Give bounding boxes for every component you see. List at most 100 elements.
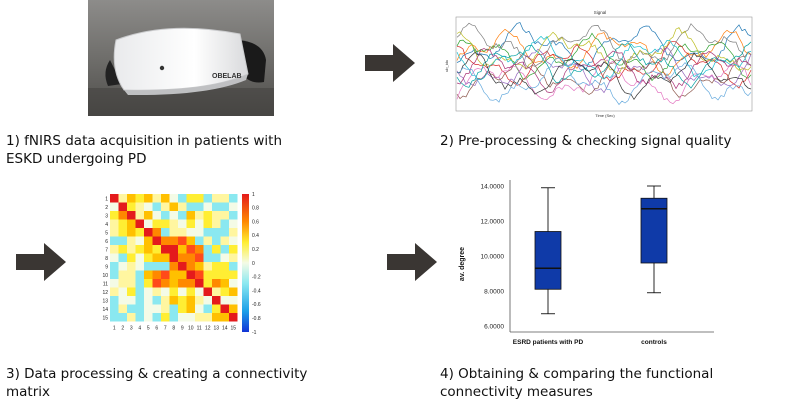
matrix-row-label: 8: [105, 256, 108, 262]
matrix-cell: [195, 202, 204, 211]
matrix-cell: [118, 236, 127, 245]
matrix-cell: [135, 245, 144, 254]
matrix-cell: [169, 202, 178, 211]
matrix-cell: [144, 194, 153, 203]
colorbar-tick: 0.6: [252, 219, 259, 225]
matrix-cell: [212, 202, 221, 211]
matrix-cell: [178, 313, 187, 322]
matrix-cell: [220, 219, 229, 228]
matrix-cell: [110, 228, 119, 237]
matrix-cell: [127, 194, 136, 203]
matrix-cell: [161, 202, 170, 211]
matrix-cell: [161, 228, 170, 237]
matrix-cell: [195, 211, 204, 220]
matrix-row-label: 7: [105, 247, 108, 253]
matrix-col-label: 8: [172, 326, 175, 332]
matrix-cell: [178, 296, 187, 305]
matrix-cell: [152, 296, 161, 305]
colorbar-tick: 1: [252, 192, 255, 198]
matrix-cell: [203, 279, 212, 288]
signal-trace: [456, 40, 752, 89]
matrix-row-label: 13: [102, 298, 108, 304]
matrix-cell: [110, 287, 119, 296]
matrix-cell: [229, 296, 238, 305]
matrix-cell: [118, 194, 127, 203]
matrix-cell: [152, 211, 161, 220]
matrix-cell: [186, 253, 195, 262]
matrix-cell: [135, 202, 144, 211]
matrix-cell: [127, 262, 136, 271]
matrix-cell: [186, 194, 195, 203]
matrix-cell: [144, 228, 153, 237]
matrix-cell: [186, 304, 195, 313]
matrix-cell: [110, 262, 119, 271]
matrix-cell: [161, 236, 170, 245]
matrix-cell: [212, 211, 221, 220]
matrix-cell: [161, 270, 170, 279]
matrix-cell: [229, 194, 238, 203]
matrix-cell: [186, 270, 195, 279]
matrix-cell: [220, 253, 229, 262]
colorbar-tick: 0.4: [252, 233, 259, 239]
matrix-col-label: 6: [155, 326, 158, 332]
matrix-cell: [212, 279, 221, 288]
matrix-cell: [110, 253, 119, 262]
signal-trace: [456, 57, 752, 106]
matrix-cell: [220, 279, 229, 288]
matrix-cell: [203, 270, 212, 279]
matrix-cell: [229, 287, 238, 296]
matrix-cell: [169, 279, 178, 288]
matrix-cell: [212, 253, 221, 262]
matrix-cell: [118, 270, 127, 279]
device-photo: OBELAB: [88, 0, 274, 116]
matrix-cell: [203, 228, 212, 237]
matrix-cell: [212, 219, 221, 228]
matrix-cell: [178, 279, 187, 288]
matrix-cell: [212, 262, 221, 271]
matrix-cell: [152, 287, 161, 296]
matrix-cell: [229, 245, 238, 254]
matrix-cell: [212, 245, 221, 254]
matrix-cell: [161, 287, 170, 296]
matrix-cell: [203, 287, 212, 296]
matrix-cell: [110, 245, 119, 254]
matrix-cell: [203, 313, 212, 322]
matrix-cell: [161, 194, 170, 203]
matrix-cell: [169, 287, 178, 296]
boxplot-y-tick: 14.0000: [481, 184, 505, 191]
matrix-cell: [178, 219, 187, 228]
matrix-cell: [161, 211, 170, 220]
matrix-cell: [178, 211, 187, 220]
matrix-row-label: 3: [105, 213, 108, 219]
boxplot-y-tick: 12.0000: [481, 219, 505, 226]
matrix-cell: [161, 313, 170, 322]
matrix-col-label: 7: [164, 326, 167, 332]
matrix-cell: [212, 287, 221, 296]
matrix-cell: [195, 304, 204, 313]
matrix-cell: [186, 262, 195, 271]
matrix-cell: [110, 270, 119, 279]
matrix-cell: [169, 245, 178, 254]
colorbar-tick: 0: [252, 261, 255, 267]
device-brand-label: OBELAB: [212, 73, 242, 80]
matrix-cell: [110, 219, 119, 228]
matrix-cell: [127, 202, 136, 211]
matrix-cell: [169, 270, 178, 279]
matrix-cell: [195, 262, 204, 271]
step-4-caption: 4) Obtaining & comparing the functional …: [440, 366, 714, 400]
colorbar-tick: 0.8: [252, 206, 259, 212]
matrix-cell: [195, 228, 204, 237]
signal-trace: [456, 48, 752, 93]
matrix-cell: [118, 211, 127, 220]
colorbar-tick: -0.6: [252, 302, 261, 308]
matrix-cell: [220, 194, 229, 203]
matrix-cell: [144, 296, 153, 305]
matrix-cell: [152, 279, 161, 288]
matrix-row-label: 12: [102, 290, 108, 296]
signal-plot-ylabel: ub_idx: [444, 60, 449, 72]
matrix-cell: [127, 279, 136, 288]
matrix-cell: [220, 304, 229, 313]
matrix-cell: [169, 313, 178, 322]
matrix-cell: [152, 270, 161, 279]
